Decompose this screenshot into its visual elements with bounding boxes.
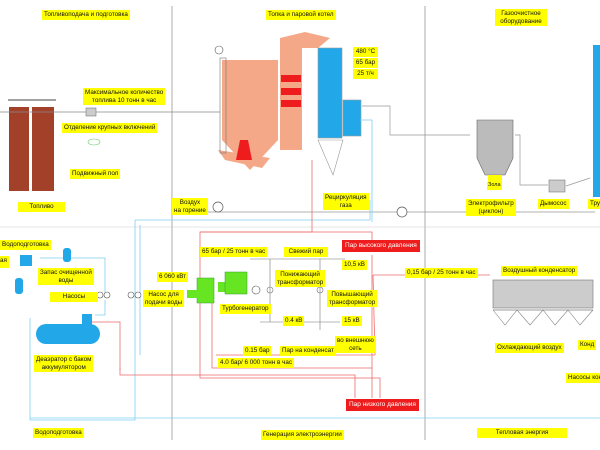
line: трансформатор <box>277 278 324 286</box>
electrofilter <box>476 119 514 187</box>
kv15-label: 15 кВ <box>342 316 362 326</box>
kv105-label: 10,5 кВ <box>342 260 367 270</box>
boiler <box>214 32 362 176</box>
line: на горение <box>174 206 206 214</box>
section-heat-title: Тепловая энергия <box>477 428 567 438</box>
pumps-label: Насосы <box>50 292 98 302</box>
electrofilter-label: Электрофильтр(циклон) <box>466 199 516 216</box>
fresh-steam-label: Свежий пар <box>284 247 328 257</box>
hp-steam-label: Пар высокого давления <box>342 240 420 252</box>
smoke-exhauster <box>548 179 566 193</box>
deaerator-tank <box>36 324 100 344</box>
clean-water-tank <box>63 248 71 262</box>
separation-label: Отделение крупных включений <box>62 123 158 133</box>
bar015-label: 0.15 бар <box>243 346 272 356</box>
chimney-label: Тру <box>588 199 600 209</box>
chimney <box>593 45 600 197</box>
line: Рециркуляция <box>325 194 367 201</box>
line: подачи воды <box>145 298 183 306</box>
condensate-steam-label: Пар на конденсат <box>280 346 336 356</box>
line: Электрофильтр <box>468 200 514 207</box>
air-condenser-label: Воздушный конденсатор <box>501 266 578 276</box>
condensate-cut-label: Конд <box>578 340 597 350</box>
line: Понижающий <box>280 271 320 278</box>
section-fuel-title: Топливоподача и подготовка <box>42 10 130 20</box>
air-condenser <box>492 279 594 326</box>
water-prep-label-top: Водоподготовка <box>0 240 51 250</box>
temp-label: 480 °C <box>353 47 378 57</box>
fuel-label: Топливо <box>18 202 65 212</box>
fuel-storage <box>0 99 220 191</box>
line: Запас очищенной <box>40 269 92 276</box>
line: Воздух <box>179 199 201 206</box>
line: оборудование <box>500 17 542 25</box>
cut-label: ая <box>0 256 9 268</box>
line: аккумулятором <box>41 363 86 371</box>
section-boiler-title: Топка и паровой котел <box>266 10 336 20</box>
smoke-exhauster-label: Дымосос <box>538 199 569 209</box>
turbogenerator-label: Турбогенератор <box>220 304 271 314</box>
line: (циклон) <box>478 207 504 215</box>
line: Насос для <box>148 291 179 298</box>
to-condenser-label: 0,15 бар / 25 тонн в час <box>405 268 478 278</box>
line: Деаэратор с баком <box>36 356 92 363</box>
section-water-prep-title: Водоподготовка <box>33 428 84 438</box>
separator <box>85 107 97 117</box>
lp-steam-label: Пар низкого давления <box>346 399 419 411</box>
line: газа <box>339 201 352 209</box>
line: сеть <box>349 344 362 352</box>
line: топлива 10 тонн в час <box>92 96 157 104</box>
extraction-label: 4.0 бар/ 6 000 тонн в час <box>218 358 295 368</box>
cooling-air-label: Охлаждающий воздух <box>495 343 564 353</box>
flow-label: 25 т/ч <box>353 69 378 79</box>
section-power-title: Генерация электроэнергии <box>261 430 344 440</box>
line: Максимальное количество <box>85 89 164 96</box>
power-output-label: 6 060 кВт <box>157 272 189 282</box>
turbogenerator <box>187 271 261 304</box>
steam-in-label: 65 бар / 25 тонн в час <box>200 247 268 257</box>
line: воды <box>58 276 74 284</box>
ash-label: Зола <box>487 182 502 190</box>
line: трансформатор <box>329 298 376 306</box>
moving-floor-label: Подвижный пол <box>70 169 121 179</box>
line: Газоочистное <box>501 10 541 17</box>
pressure-label: 65 бар <box>353 58 378 68</box>
line: Повышающий <box>331 291 373 298</box>
kv04-label: 0.4 кВ <box>283 316 305 326</box>
line: во внешнюю <box>337 337 374 344</box>
condensate-pumps-cut-label: Насосы кон <box>566 373 600 383</box>
